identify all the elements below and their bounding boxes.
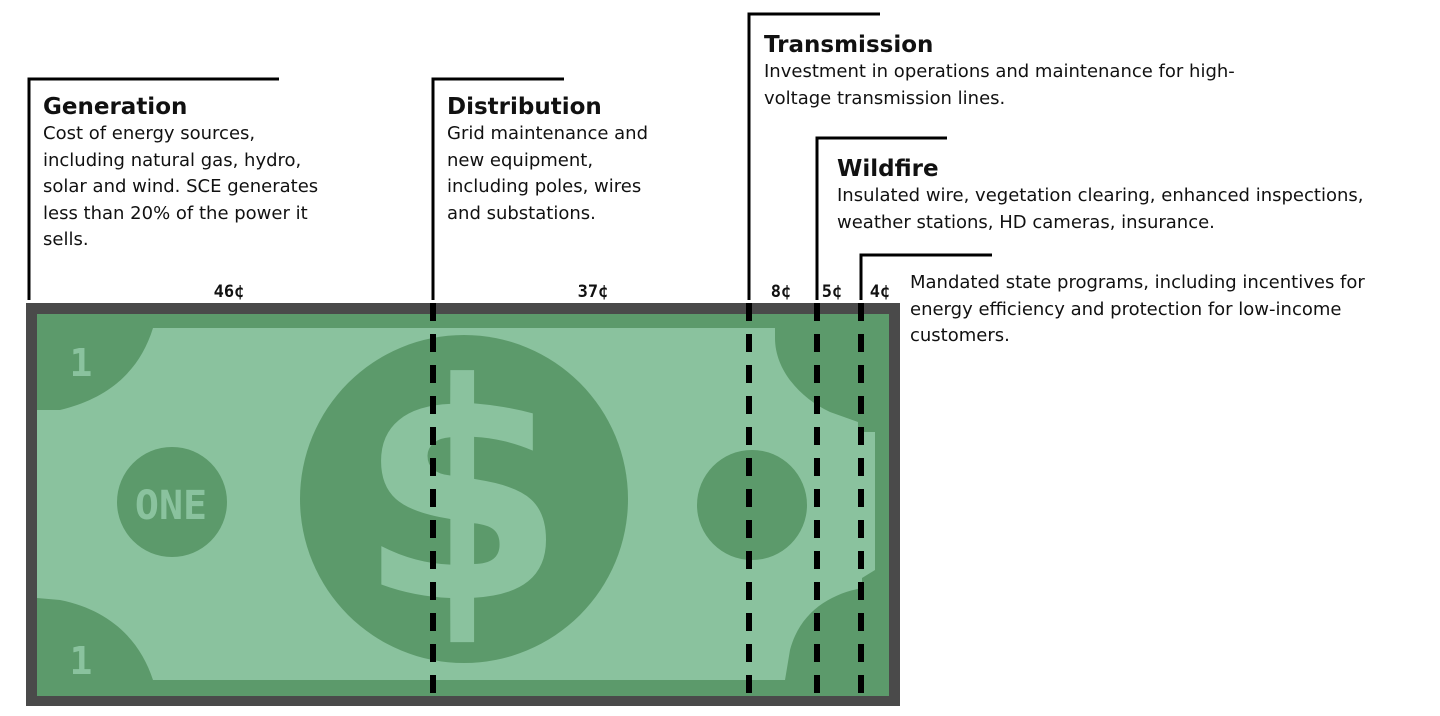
- bill-left-seal: [117, 447, 227, 557]
- bill-corner-numeral-top: 1: [70, 341, 93, 385]
- state-programs-bracket: [859, 253, 992, 300]
- state-programs-description: Mandated state programs, including incen…: [910, 272, 1365, 346]
- bill-dollar-symbol: $: [358, 320, 567, 669]
- distribution-title: Distribution: [447, 94, 602, 120]
- bill-denomination-word: ONE: [135, 483, 207, 529]
- distribution-bracket: [431, 77, 564, 300]
- generation-bracket: [27, 77, 279, 300]
- state-programs-label: Mandated state programs, including incen…: [910, 270, 1415, 350]
- wildfire-cents: 5¢: [821, 282, 843, 302]
- transmission-description: Investment in operations and maintenance…: [764, 61, 1235, 109]
- bill-corner-numeral-bottom: 1: [70, 639, 93, 683]
- distribution-description: Grid maintenance and new equipment, incl…: [447, 123, 649, 224]
- transmission-bracket: [747, 12, 880, 300]
- bill-center-seal: [300, 335, 628, 663]
- transmission-label: Transmission Investment in operations an…: [764, 31, 1244, 112]
- transmission-cents: 8¢: [770, 282, 792, 302]
- generation-label: Generation Cost of energy sources, inclu…: [43, 93, 333, 254]
- distribution-cents: 37¢: [577, 282, 609, 302]
- transmission-title: Transmission: [764, 32, 934, 58]
- generation-description: Cost of energy sources, including natura…: [43, 123, 319, 250]
- division-dashes: [430, 303, 864, 706]
- wildfire-title: Wildfire: [837, 156, 939, 182]
- dollar-bill: ONE 1 1 $: [26, 303, 900, 706]
- wildfire-description: Insulated wire, vegetation clearing, enh…: [837, 185, 1364, 233]
- generation-title: Generation: [43, 94, 188, 120]
- distribution-label: Distribution Grid maintenance and new eq…: [447, 93, 672, 227]
- wildfire-label: Wildfire Insulated wire, vegetation clea…: [837, 155, 1397, 236]
- generation-cents: 46¢: [213, 282, 245, 302]
- state-programs-cents: 4¢: [869, 282, 891, 302]
- wildfire-bracket: [815, 136, 947, 300]
- bracket-lines: [27, 12, 992, 300]
